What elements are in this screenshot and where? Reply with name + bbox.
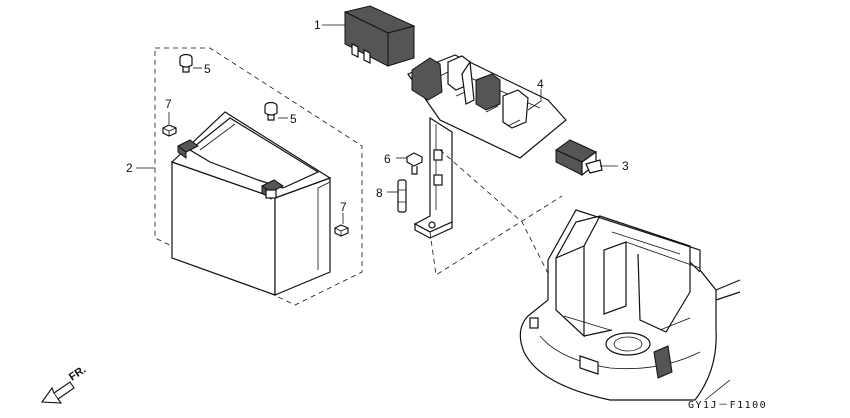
callout-1: 1 [314,18,321,32]
relay-box-cover [343,5,416,67]
battery-tray [519,209,741,401]
battery-terminal-negative [177,139,199,159]
terminal-bolt-lower [264,101,278,121]
callout-7-left: 7 [165,97,172,111]
terminal-nut-left [162,124,177,137]
battery [170,111,332,296]
bracket-bolt [405,152,424,175]
figure-code: GY1J－F1100 [688,400,767,411]
callout-5-lower: 5 [290,112,297,126]
terminal-nut-right [334,224,349,237]
main-fuse [397,179,407,213]
callout-5-upper: 5 [204,62,211,76]
callout-3: 3 [622,159,629,173]
callout-2: 2 [126,161,133,175]
callout-7-right: 7 [340,200,347,214]
electrical-bracket [407,54,567,239]
front-direction-label: FR. [67,364,88,384]
callout-6: 6 [384,152,391,166]
front-direction-arrow-icon [40,381,75,404]
callout-8: 8 [376,186,383,200]
battery-group-boundary [154,47,363,306]
coupler-connector [555,139,603,177]
callout-4: 4 [537,77,544,91]
terminal-bolt-upper [179,53,193,73]
